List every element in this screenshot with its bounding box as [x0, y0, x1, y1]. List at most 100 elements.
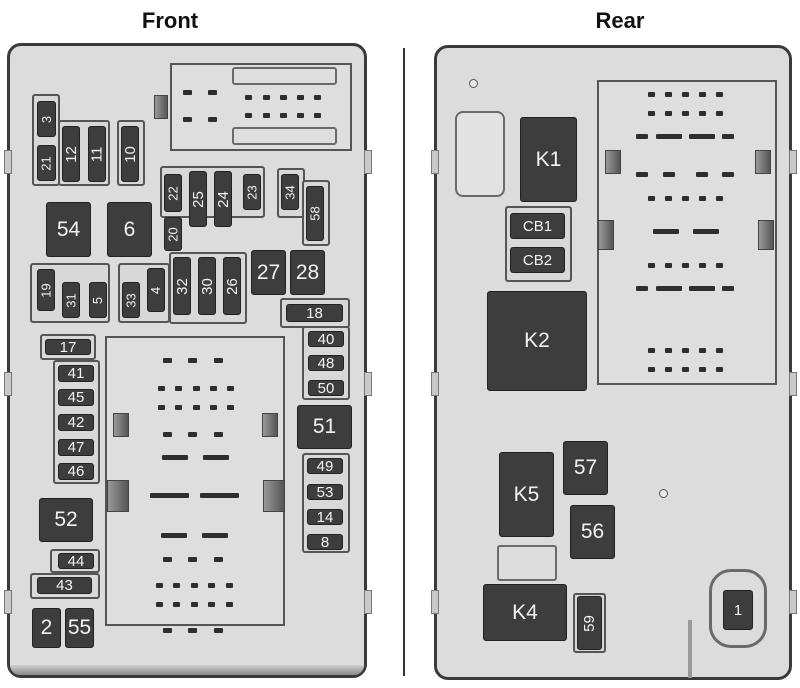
connector-slot — [656, 286, 682, 291]
connector-pin — [648, 196, 655, 201]
fuse-30[interactable]: 30 — [198, 257, 216, 315]
divider — [403, 48, 405, 676]
relay-57[interactable]: 57 — [563, 441, 608, 495]
fuse-32[interactable]: 32 — [173, 257, 191, 315]
connector-latch — [758, 220, 774, 250]
connector-pin — [163, 432, 172, 437]
connector-pin — [716, 196, 723, 201]
connector-pin — [699, 196, 706, 201]
fuse-43[interactable]: 43 — [37, 577, 92, 594]
breaker-CB1[interactable]: CB1 — [510, 213, 565, 239]
connector-slot — [689, 134, 715, 139]
connector-pin — [208, 583, 215, 588]
relay-6[interactable]: 6 — [107, 202, 152, 257]
fuse-20[interactable]: 20 — [164, 217, 182, 251]
fuse-8[interactable]: 8 — [307, 534, 343, 551]
fuse-41[interactable]: 41 — [58, 365, 94, 382]
fuse-4[interactable]: 4 — [147, 268, 165, 312]
rear-right-tab-2 — [789, 372, 797, 396]
fuse-22[interactable]: 22 — [164, 174, 182, 212]
connector-pin — [226, 583, 233, 588]
connector-pin — [682, 367, 689, 372]
connector-pin — [210, 405, 217, 410]
fuse-48[interactable]: 48 — [308, 355, 344, 372]
connector-pin — [227, 405, 234, 410]
fuse-53[interactable]: 53 — [307, 484, 343, 501]
mounting-hole — [659, 489, 668, 498]
fuse-3[interactable]: 3 — [37, 101, 56, 137]
fuse-17[interactable]: 17 — [45, 339, 91, 356]
fuse-5[interactable]: 5 — [89, 282, 107, 318]
connector-pin — [716, 111, 723, 116]
relay-54[interactable]: 54 — [46, 202, 91, 257]
fuse-58[interactable]: 58 — [306, 186, 324, 241]
connector-slot — [696, 172, 708, 177]
connector-pin — [183, 117, 192, 122]
relay-27[interactable]: 27 — [251, 250, 286, 295]
connector-slot — [689, 286, 715, 291]
connector-latch — [154, 95, 168, 119]
relay-K5[interactable]: K5 — [499, 452, 554, 537]
connector-pin — [716, 92, 723, 97]
mounting-hole — [469, 79, 478, 88]
connector-pin — [163, 358, 172, 363]
relay-56[interactable]: 56 — [570, 505, 615, 559]
rear-left-tab-3 — [431, 590, 439, 614]
relay-K4[interactable]: K4 — [483, 584, 567, 641]
fuse-50[interactable]: 50 — [308, 380, 344, 397]
fuse-23[interactable]: 23 — [243, 174, 261, 210]
fuse-19[interactable]: 19 — [37, 269, 55, 311]
front-right-tab-3 — [364, 590, 372, 614]
fuse-44[interactable]: 44 — [58, 553, 94, 570]
relay-2[interactable]: 2 — [32, 608, 61, 648]
relay-52[interactable]: 52 — [39, 498, 93, 542]
fuse-11[interactable]: 11 — [88, 126, 106, 182]
fuse-21[interactable]: 21 — [37, 145, 56, 181]
fuse-24[interactable]: 24 — [214, 171, 232, 227]
fuse-18[interactable]: 18 — [286, 304, 343, 322]
blank-cover — [455, 111, 505, 197]
connector-slot-bottom — [232, 127, 337, 145]
connector-pin — [156, 583, 163, 588]
relay-51[interactable]: 51 — [297, 405, 352, 449]
connector-slot — [162, 455, 188, 460]
fuse-1[interactable]: 1 — [723, 590, 753, 630]
fuse-45[interactable]: 45 — [58, 389, 94, 406]
fuse-31[interactable]: 31 — [62, 282, 80, 318]
fuse-49[interactable]: 49 — [307, 458, 343, 475]
connector-pin — [665, 196, 672, 201]
connector-pin — [208, 602, 215, 607]
front-title: Front — [141, 8, 199, 33]
front-left-tab-3 — [4, 590, 12, 614]
relay-28[interactable]: 28 — [290, 250, 325, 295]
fuse-1-housing — [709, 569, 767, 648]
fuse-33[interactable]: 33 — [122, 282, 140, 318]
relay-K1[interactable]: K1 — [520, 117, 577, 202]
fuse-26[interactable]: 26 — [223, 257, 241, 315]
fuse-12[interactable]: 12 — [62, 126, 80, 182]
fuse-59[interactable]: 59 — [577, 596, 602, 650]
connector-pin — [716, 367, 723, 372]
breaker-CB2[interactable]: CB2 — [510, 247, 565, 273]
fuse-25[interactable]: 25 — [189, 171, 207, 227]
connector-pin — [665, 263, 672, 268]
fuse-47[interactable]: 47 — [58, 439, 94, 456]
fuse-10[interactable]: 10 — [121, 126, 139, 182]
connector-pin — [214, 628, 223, 633]
connector-slot — [693, 229, 719, 234]
connector-pin — [214, 432, 223, 437]
relay-K2[interactable]: K2 — [487, 291, 587, 391]
front-box-base — [10, 665, 364, 675]
connector-pin — [682, 263, 689, 268]
rear-left-tab-1 — [431, 150, 439, 174]
connector-pin — [682, 196, 689, 201]
fuse-42[interactable]: 42 — [58, 414, 94, 431]
front-center-connector — [105, 336, 285, 626]
connector-pin — [297, 95, 304, 100]
fuse-46[interactable]: 46 — [58, 463, 94, 480]
connector-pin — [173, 602, 180, 607]
fuse-34[interactable]: 34 — [281, 174, 299, 210]
fuse-14[interactable]: 14 — [307, 509, 343, 526]
relay-55[interactable]: 55 — [65, 608, 94, 648]
fuse-40[interactable]: 40 — [308, 331, 344, 348]
